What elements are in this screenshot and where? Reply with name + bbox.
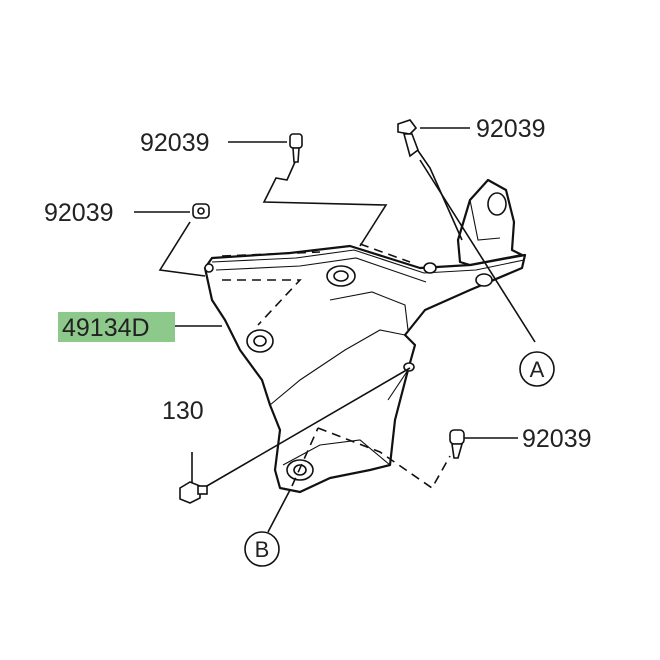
part-label-highlighted: 49134D	[62, 314, 150, 342]
clip-top-left	[289, 133, 303, 163]
grommet-middle	[246, 329, 274, 353]
part-label-top-right: 92039	[476, 115, 546, 143]
clip-top-right	[397, 119, 419, 158]
part-label-bolt: 130	[162, 397, 204, 425]
callout-b: B	[244, 531, 280, 567]
part-label-left: 92039	[44, 199, 114, 227]
grommet-upper	[326, 265, 356, 287]
part-label-top-left: 92039	[140, 129, 210, 157]
part-label-right: 92039	[522, 425, 592, 453]
callout-a: A	[519, 351, 555, 387]
side-cover-part	[203, 178, 527, 494]
clip-right	[449, 429, 465, 459]
callout-b-letter: B	[255, 537, 270, 562]
assembly-dashed-lines	[221, 243, 451, 490]
clip-left	[192, 203, 210, 219]
callout-a-letter: A	[530, 357, 545, 382]
highlighted-part-marker	[58, 312, 175, 342]
bolt-130	[179, 481, 208, 504]
leader-lines	[134, 127, 536, 533]
